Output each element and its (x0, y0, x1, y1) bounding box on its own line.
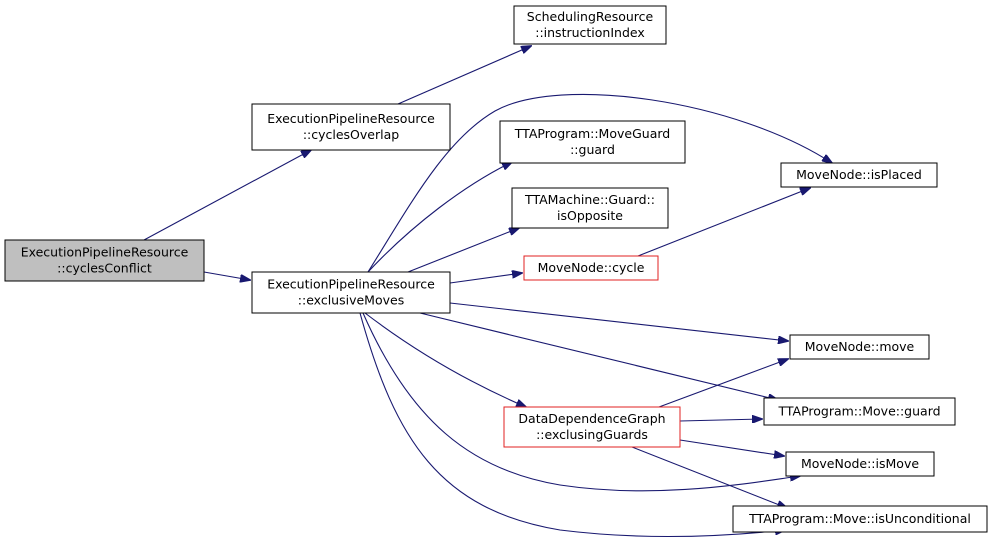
node-moveGuard[interactable]: TTAProgram::Move::guard (763, 397, 956, 426)
edge-line (397, 46, 531, 105)
node-label-line: ExecutionPipelineResource (21, 245, 189, 260)
edge-exclusiveMoves-cycle (449, 273, 522, 284)
edge-line (407, 228, 519, 273)
edge-line (419, 312, 778, 400)
node-move[interactable]: MoveNode::move (789, 334, 930, 360)
edge-exclusiveMoves-isPlaced (367, 93, 832, 273)
node-label-line: TTAMachine::Guard:: (524, 192, 655, 207)
node-box (251, 103, 451, 151)
node-isMove[interactable]: MoveNode::isMove (785, 451, 935, 477)
edge-exclusiveMoves-isMove (362, 312, 800, 492)
node-moveGuardGuard[interactable]: TTAProgram::MoveGuard::guard (499, 120, 686, 164)
nodes-layer: ExecutionPipelineResource::cyclesConflic… (4, 5, 988, 533)
node-cyclesOverlap[interactable]: ExecutionPipelineResource::cyclesOverlap (251, 103, 451, 151)
node-label-line: MoveNode::isPlaced (796, 167, 922, 182)
edge-exclusingGuards-isMove (679, 439, 784, 456)
node-instructionIndex[interactable]: SchedulingResource::instructionIndex (513, 5, 667, 45)
node-label-line: MoveNode::cycle (538, 260, 645, 275)
edge-exclusiveMoves-moveGuardGuard (367, 162, 512, 273)
node-label-line: ExecutionPipelineResource (267, 111, 435, 126)
edge-line (637, 188, 810, 257)
node-label-line: TTAProgram::Move::guard (777, 404, 940, 419)
node-label-line: ::instructionIndex (535, 25, 645, 40)
node-box (251, 271, 451, 314)
node-label-line: MoveNode::isMove (801, 456, 919, 471)
node-label-line: TTAProgram::MoveGuard (514, 126, 670, 141)
edge-exclusingGuards-move (658, 359, 788, 408)
edge-line (631, 446, 787, 508)
node-box (732, 505, 988, 533)
node-cyclesConflict[interactable]: ExecutionPipelineResource::cyclesConflic… (4, 239, 205, 282)
edges-layer (143, 46, 832, 537)
node-box (763, 397, 956, 426)
edge-exclusiveMoves-move (449, 302, 788, 341)
node-exclusingGuards[interactable]: DataDependenceGraph::exclusingGuards (503, 406, 681, 448)
edge-exclusiveMoves-isUnconditional (359, 312, 785, 537)
node-isOpposite[interactable]: TTAMachine::Guard::isOpposite (511, 187, 669, 229)
node-label-line: TTAProgram::Move::isUnconditional (748, 511, 971, 526)
node-label-line: MoveNode::move (805, 339, 915, 354)
node-label-line: ::guard (570, 142, 615, 157)
edge-line (658, 359, 788, 408)
edge-exclusingGuards-moveGuard (679, 419, 762, 421)
node-label-line: ::exclusingGuards (536, 427, 648, 442)
edge-exclusiveMoves-isOpposite (407, 228, 519, 273)
node-label-line: ExecutionPipelineResource (267, 277, 435, 292)
edge-exclusiveMoves-exclusingGuards (364, 312, 526, 407)
edge-line (359, 312, 785, 537)
node-box (523, 255, 659, 281)
edge-cyclesConflict-exclusiveMoves (203, 271, 250, 280)
edge-exclusiveMoves-moveGuard (419, 312, 778, 400)
node-label-line: ::cyclesConflict (57, 261, 152, 276)
edge-exclusingGuards-isUnconditional (631, 446, 787, 508)
node-box (499, 120, 686, 164)
edge-line (367, 162, 512, 273)
node-label-line: SchedulingResource (527, 9, 654, 24)
edge-line (449, 273, 522, 284)
edge-cyclesOverlap-instructionIndex (397, 46, 531, 105)
node-box (780, 162, 938, 188)
node-label-line: ::cyclesOverlap (303, 127, 399, 142)
edge-line (203, 271, 250, 280)
node-box (511, 187, 669, 229)
node-label-line: isOpposite (557, 208, 623, 223)
node-box (513, 5, 667, 45)
node-box (503, 406, 681, 448)
node-isUnconditional[interactable]: TTAProgram::Move::isUnconditional (732, 505, 988, 533)
edge-line (449, 302, 788, 341)
edge-line (364, 312, 526, 407)
node-cycle[interactable]: MoveNode::cycle (523, 255, 659, 281)
edge-cyclesConflict-cyclesOverlap (143, 150, 311, 241)
node-label-line: ::exclusiveMoves (298, 293, 404, 308)
node-box (785, 451, 935, 477)
edge-line (143, 150, 311, 241)
node-exclusiveMoves[interactable]: ExecutionPipelineResource::exclusiveMove… (251, 271, 451, 314)
node-box (4, 239, 205, 282)
edge-line (367, 93, 832, 273)
edge-line (362, 312, 800, 492)
node-label-line: DataDependenceGraph (518, 411, 665, 426)
edge-line (679, 419, 762, 421)
edge-line (679, 439, 784, 456)
node-isPlaced[interactable]: MoveNode::isPlaced (780, 162, 938, 188)
edge-cycle-isPlaced (637, 188, 810, 257)
node-box (789, 334, 930, 360)
